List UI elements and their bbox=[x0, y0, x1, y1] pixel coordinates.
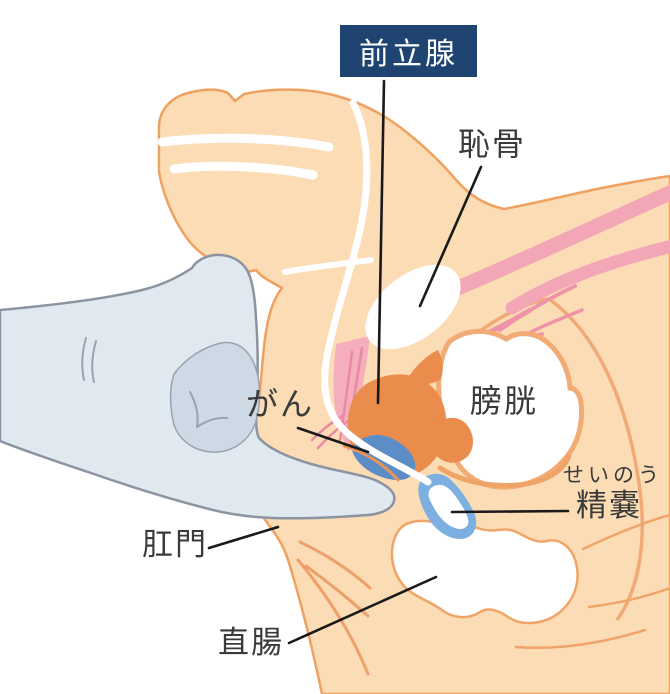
bladder-base-ring bbox=[437, 453, 572, 489]
rectum-lumen-shape bbox=[390, 519, 579, 625]
leader-line-cancer bbox=[296, 426, 370, 454]
leader-line-prostate bbox=[376, 79, 386, 405]
bladder-neck-lobe bbox=[429, 417, 473, 463]
rectal-wall-arc bbox=[342, 444, 400, 482]
label-rectum: 直腸 bbox=[218, 625, 284, 661]
seminal-vesicle-lumen bbox=[428, 484, 469, 529]
prostate-upper-wedge bbox=[406, 350, 443, 385]
pubic-bone-shape bbox=[365, 264, 461, 350]
leader-line-anus bbox=[207, 525, 280, 550]
leader-line-rectum bbox=[287, 575, 438, 645]
leader-line-pubic-bone bbox=[418, 165, 483, 308]
scrotum-fold-gap bbox=[282, 257, 374, 275]
pelvic-muscle-bands bbox=[440, 184, 670, 315]
label-prostate: 前立腺 bbox=[359, 37, 458, 72]
label-anus: 肛門 bbox=[142, 527, 208, 563]
label-bladder: 膀胱 bbox=[470, 382, 539, 420]
rectal-wall-fold-lines bbox=[514, 513, 670, 650]
penis-fold-gap-1 bbox=[157, 133, 334, 152]
folded-fingers-shape bbox=[169, 341, 261, 453]
anal-fold-lines bbox=[296, 540, 372, 676]
leader-line-seminal-vesicle bbox=[450, 509, 570, 514]
glove-crease-lines bbox=[81, 337, 228, 428]
gloved-hand bbox=[0, 253, 396, 520]
penis-fold-gap-2 bbox=[169, 161, 318, 180]
label-seminal-vesicle-reading: せいのう bbox=[563, 463, 663, 487]
label-prostate-box: 前立腺 bbox=[340, 25, 477, 77]
label-cancer: がん bbox=[246, 385, 315, 423]
label-pubic-bone: 恥骨 bbox=[458, 125, 527, 163]
leader-lines bbox=[207, 79, 570, 645]
label-seminal-vesicle: 精嚢 bbox=[576, 488, 642, 524]
urethra-line bbox=[157, 99, 432, 486]
